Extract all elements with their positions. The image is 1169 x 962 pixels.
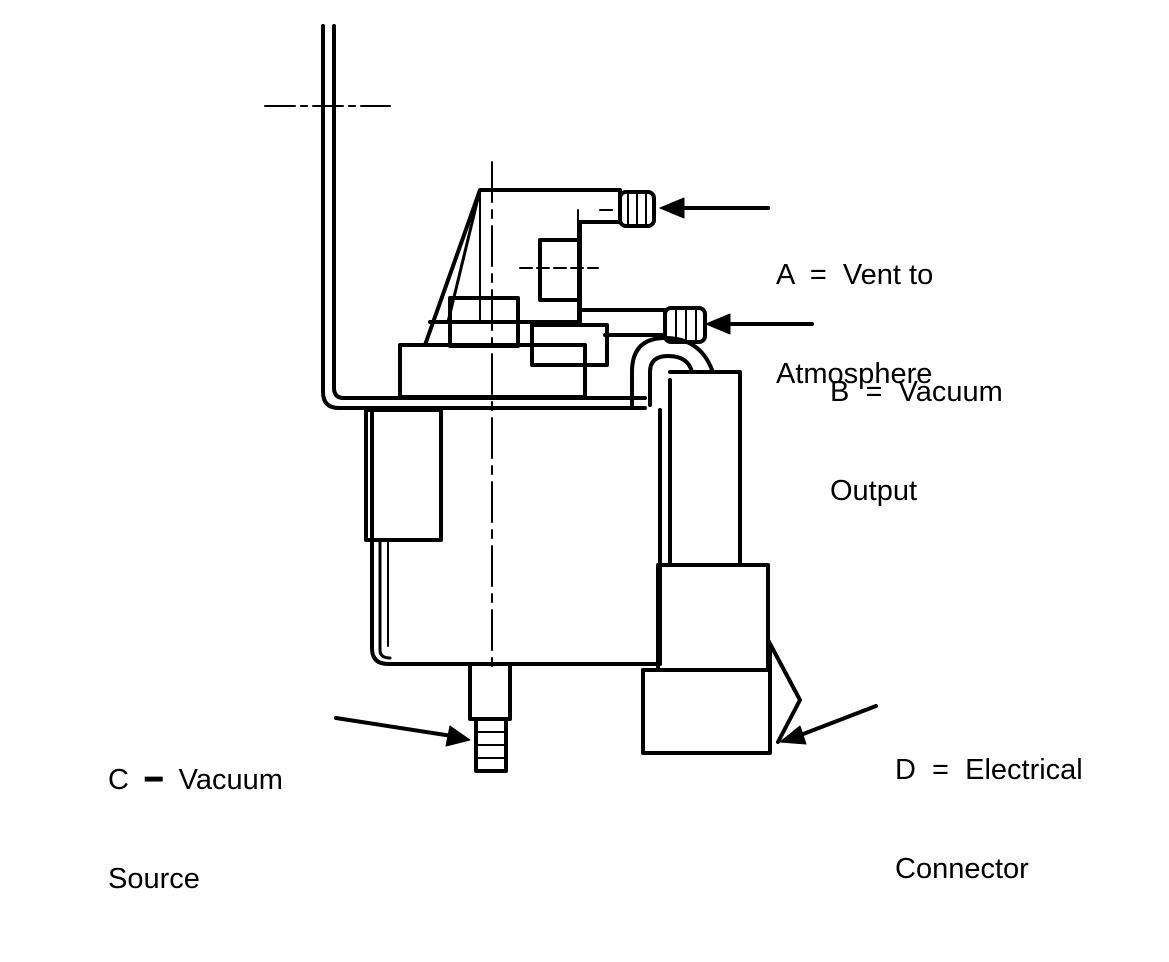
port-a-fitting <box>599 190 656 228</box>
label-d: D = Electrical Connector <box>895 688 1083 952</box>
label-b-line1: B = Vacuum <box>830 376 1003 408</box>
arrow-b <box>705 313 814 335</box>
leader-arrows <box>334 197 878 747</box>
vacuum-regulator-diagram: A = Vent to Atmosphere B = Vacuum Output… <box>108 24 1083 895</box>
label-a: A = Vent to Atmosphere <box>776 193 933 457</box>
label-c-line1: C ━ Vacuum <box>108 764 283 796</box>
label-c-line2: Source <box>108 863 200 895</box>
arrow-c <box>334 716 471 747</box>
label-a-line2: Atmosphere <box>776 358 933 390</box>
label-d-line2: Connector <box>895 853 1029 885</box>
label-b-line2: Output <box>830 475 918 507</box>
upper-housing <box>423 188 622 347</box>
arrow-d <box>779 704 878 745</box>
label-c: C ━ Vacuum Source <box>108 698 283 962</box>
mounting-bracket <box>264 24 647 410</box>
diagram-drawing <box>264 24 878 773</box>
solenoid-housing <box>641 370 802 755</box>
label-a-line1: A = Vent to <box>776 259 934 291</box>
label-b: B = Vacuum Output <box>830 310 1003 574</box>
arrow-a <box>659 197 770 219</box>
label-d-line1: D = Electrical <box>895 754 1083 786</box>
main-body <box>364 408 662 666</box>
port-c-fitting <box>468 662 512 773</box>
hose-loop <box>630 336 714 407</box>
diaphragm-flange <box>398 343 587 399</box>
